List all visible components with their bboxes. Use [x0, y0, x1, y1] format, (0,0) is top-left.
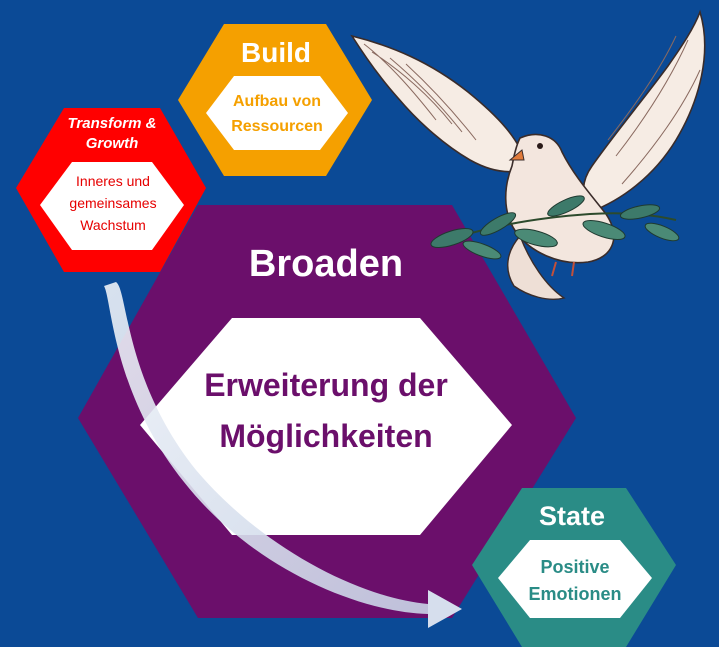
transform-line2: gemeinsames [69, 195, 156, 211]
state-line1: Positive [540, 557, 609, 577]
broaden-line1: Erweiterung der [204, 367, 448, 403]
state-title: State [539, 501, 605, 531]
broaden-hexagon: Broaden Erweiterung der Möglichkeiten [78, 205, 576, 618]
transform-line3: Wachstum [80, 217, 146, 233]
build-hexagon: Build Aufbau von Ressourcen [178, 24, 372, 176]
build-line1: Aufbau von [233, 93, 321, 110]
build-line2: Ressourcen [231, 118, 323, 135]
state-line2: Emotionen [529, 584, 622, 604]
transform-title2: Growth [86, 135, 139, 152]
broaden-title: Broaden [249, 243, 403, 285]
build-inner [206, 76, 348, 150]
dove-with-olive-branch-icon [350, 9, 706, 300]
transform-hexagon: Transform & Growth Inneres und gemeinsam… [16, 108, 206, 272]
build-title: Build [241, 37, 311, 68]
transform-line1: Inneres und [76, 173, 150, 189]
curved-arrow-icon [104, 282, 462, 628]
broaden-line2: Möglichkeiten [219, 418, 432, 454]
state-inner [498, 540, 652, 618]
transform-inner [40, 162, 184, 250]
broaden-inner [140, 318, 512, 535]
state-hexagon: State Positive Emotionen [472, 488, 676, 647]
transform-title1: Transform & [68, 115, 157, 132]
